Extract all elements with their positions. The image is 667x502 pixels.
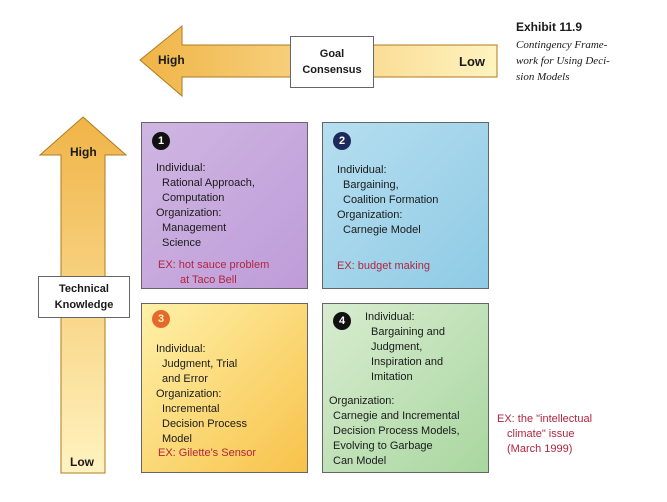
quadrant-number-badge: 2 bbox=[333, 132, 351, 150]
side-example-note: EX: the "intellectual climate" issue (Ma… bbox=[497, 412, 592, 457]
tech-low-label: Low bbox=[70, 455, 94, 469]
quadrant-text-line: Organization: bbox=[156, 207, 222, 219]
quadrant-text-line: Imitation bbox=[371, 371, 413, 383]
quadrant-text-line: Individual: bbox=[156, 162, 206, 174]
quadrant-text-line: Bargaining and bbox=[371, 326, 446, 338]
quadrant-text-line: Individual: bbox=[337, 164, 387, 176]
goal-low-label: Low bbox=[459, 54, 485, 69]
quadrant-text-line: Coalition Formation bbox=[343, 194, 439, 206]
side-example-line: EX: the "intellectual bbox=[497, 413, 593, 425]
goal-consensus-label-box: Goal Consensus bbox=[290, 36, 374, 88]
quadrant-text-line: Judgment, Trial bbox=[162, 358, 238, 370]
quadrant-number-badge: 3 bbox=[152, 310, 170, 328]
quadrant-1: 1 Individual: Rational Approach, Computa… bbox=[141, 122, 308, 289]
goal-consensus-label: Consensus bbox=[302, 64, 362, 76]
quadrant-text-line: Computation bbox=[162, 192, 225, 204]
quadrant-example: EX: budget making bbox=[337, 260, 430, 272]
quadrant-3: 3 Individual: Judgment, Trial and Error … bbox=[141, 303, 308, 473]
technical-knowledge-label-box: Technical Knowledge bbox=[38, 276, 130, 318]
caption-line: work for Using Deci- bbox=[516, 55, 610, 67]
exhibit-title: Exhibit 11.9 bbox=[516, 20, 583, 34]
side-example-line: climate" issue bbox=[507, 428, 575, 440]
quadrant-text-line: Evolving to Garbage bbox=[333, 440, 433, 452]
quadrant-text-line: Organization: bbox=[156, 388, 222, 400]
caption-line: Contingency Frame- bbox=[516, 39, 608, 51]
quadrant-text-line: Carnegie Model bbox=[343, 224, 421, 236]
quadrant-text-line: Management bbox=[162, 222, 227, 234]
quadrant-text-line: Organization: bbox=[329, 395, 395, 407]
quadrant-text-line: Decision Process bbox=[162, 418, 247, 430]
quadrant-text-line: Incremental bbox=[162, 403, 220, 415]
quadrant-text-line: Rational Approach, bbox=[162, 177, 255, 189]
quadrant-text-line: Carnegie and Incremental bbox=[333, 410, 460, 422]
quadrant-text-line: Inspiration and bbox=[371, 356, 444, 368]
quadrant-text-line: Organization: bbox=[337, 209, 403, 221]
quadrant-number-badge: 4 bbox=[333, 312, 351, 330]
quadrant-text-line: Individual: bbox=[156, 343, 206, 355]
quadrant-example: EX: Gilette's Sensor bbox=[158, 447, 257, 459]
caption-line: sion Models bbox=[516, 71, 570, 83]
quadrant-4: 4 Individual: Bargaining and Judgment, I… bbox=[322, 303, 489, 473]
technical-knowledge-label: Technical bbox=[59, 283, 109, 295]
goal-consensus-label: Goal bbox=[319, 48, 345, 60]
quadrant-example: EX: hot sauce problem bbox=[158, 259, 270, 271]
quadrant-text-line: Individual: bbox=[365, 311, 415, 323]
tech-high-label: High bbox=[70, 145, 97, 159]
quadrant-text-line: Judgment, bbox=[371, 341, 423, 353]
quadrant-text-line: and Error bbox=[162, 373, 208, 385]
quadrant-text-line: Science bbox=[162, 237, 202, 249]
quadrant-text-line: Decision Process Models, bbox=[333, 425, 460, 437]
quadrant-text-line: Bargaining, bbox=[343, 179, 399, 191]
exhibit-caption: Contingency Frame- work for Using Deci- … bbox=[516, 37, 636, 85]
side-example-line: (March 1999) bbox=[507, 443, 573, 455]
quadrant-text-line: Can Model bbox=[333, 455, 387, 467]
quadrant-text-line: Model bbox=[162, 433, 192, 445]
quadrant-2: 2 Individual: Bargaining, Coalition Form… bbox=[322, 122, 489, 289]
goal-high-label: High bbox=[158, 53, 185, 67]
quadrant-example: at Taco Bell bbox=[180, 274, 237, 286]
technical-knowledge-label: Knowledge bbox=[54, 299, 114, 311]
quadrant-number-badge: 1 bbox=[152, 132, 170, 150]
